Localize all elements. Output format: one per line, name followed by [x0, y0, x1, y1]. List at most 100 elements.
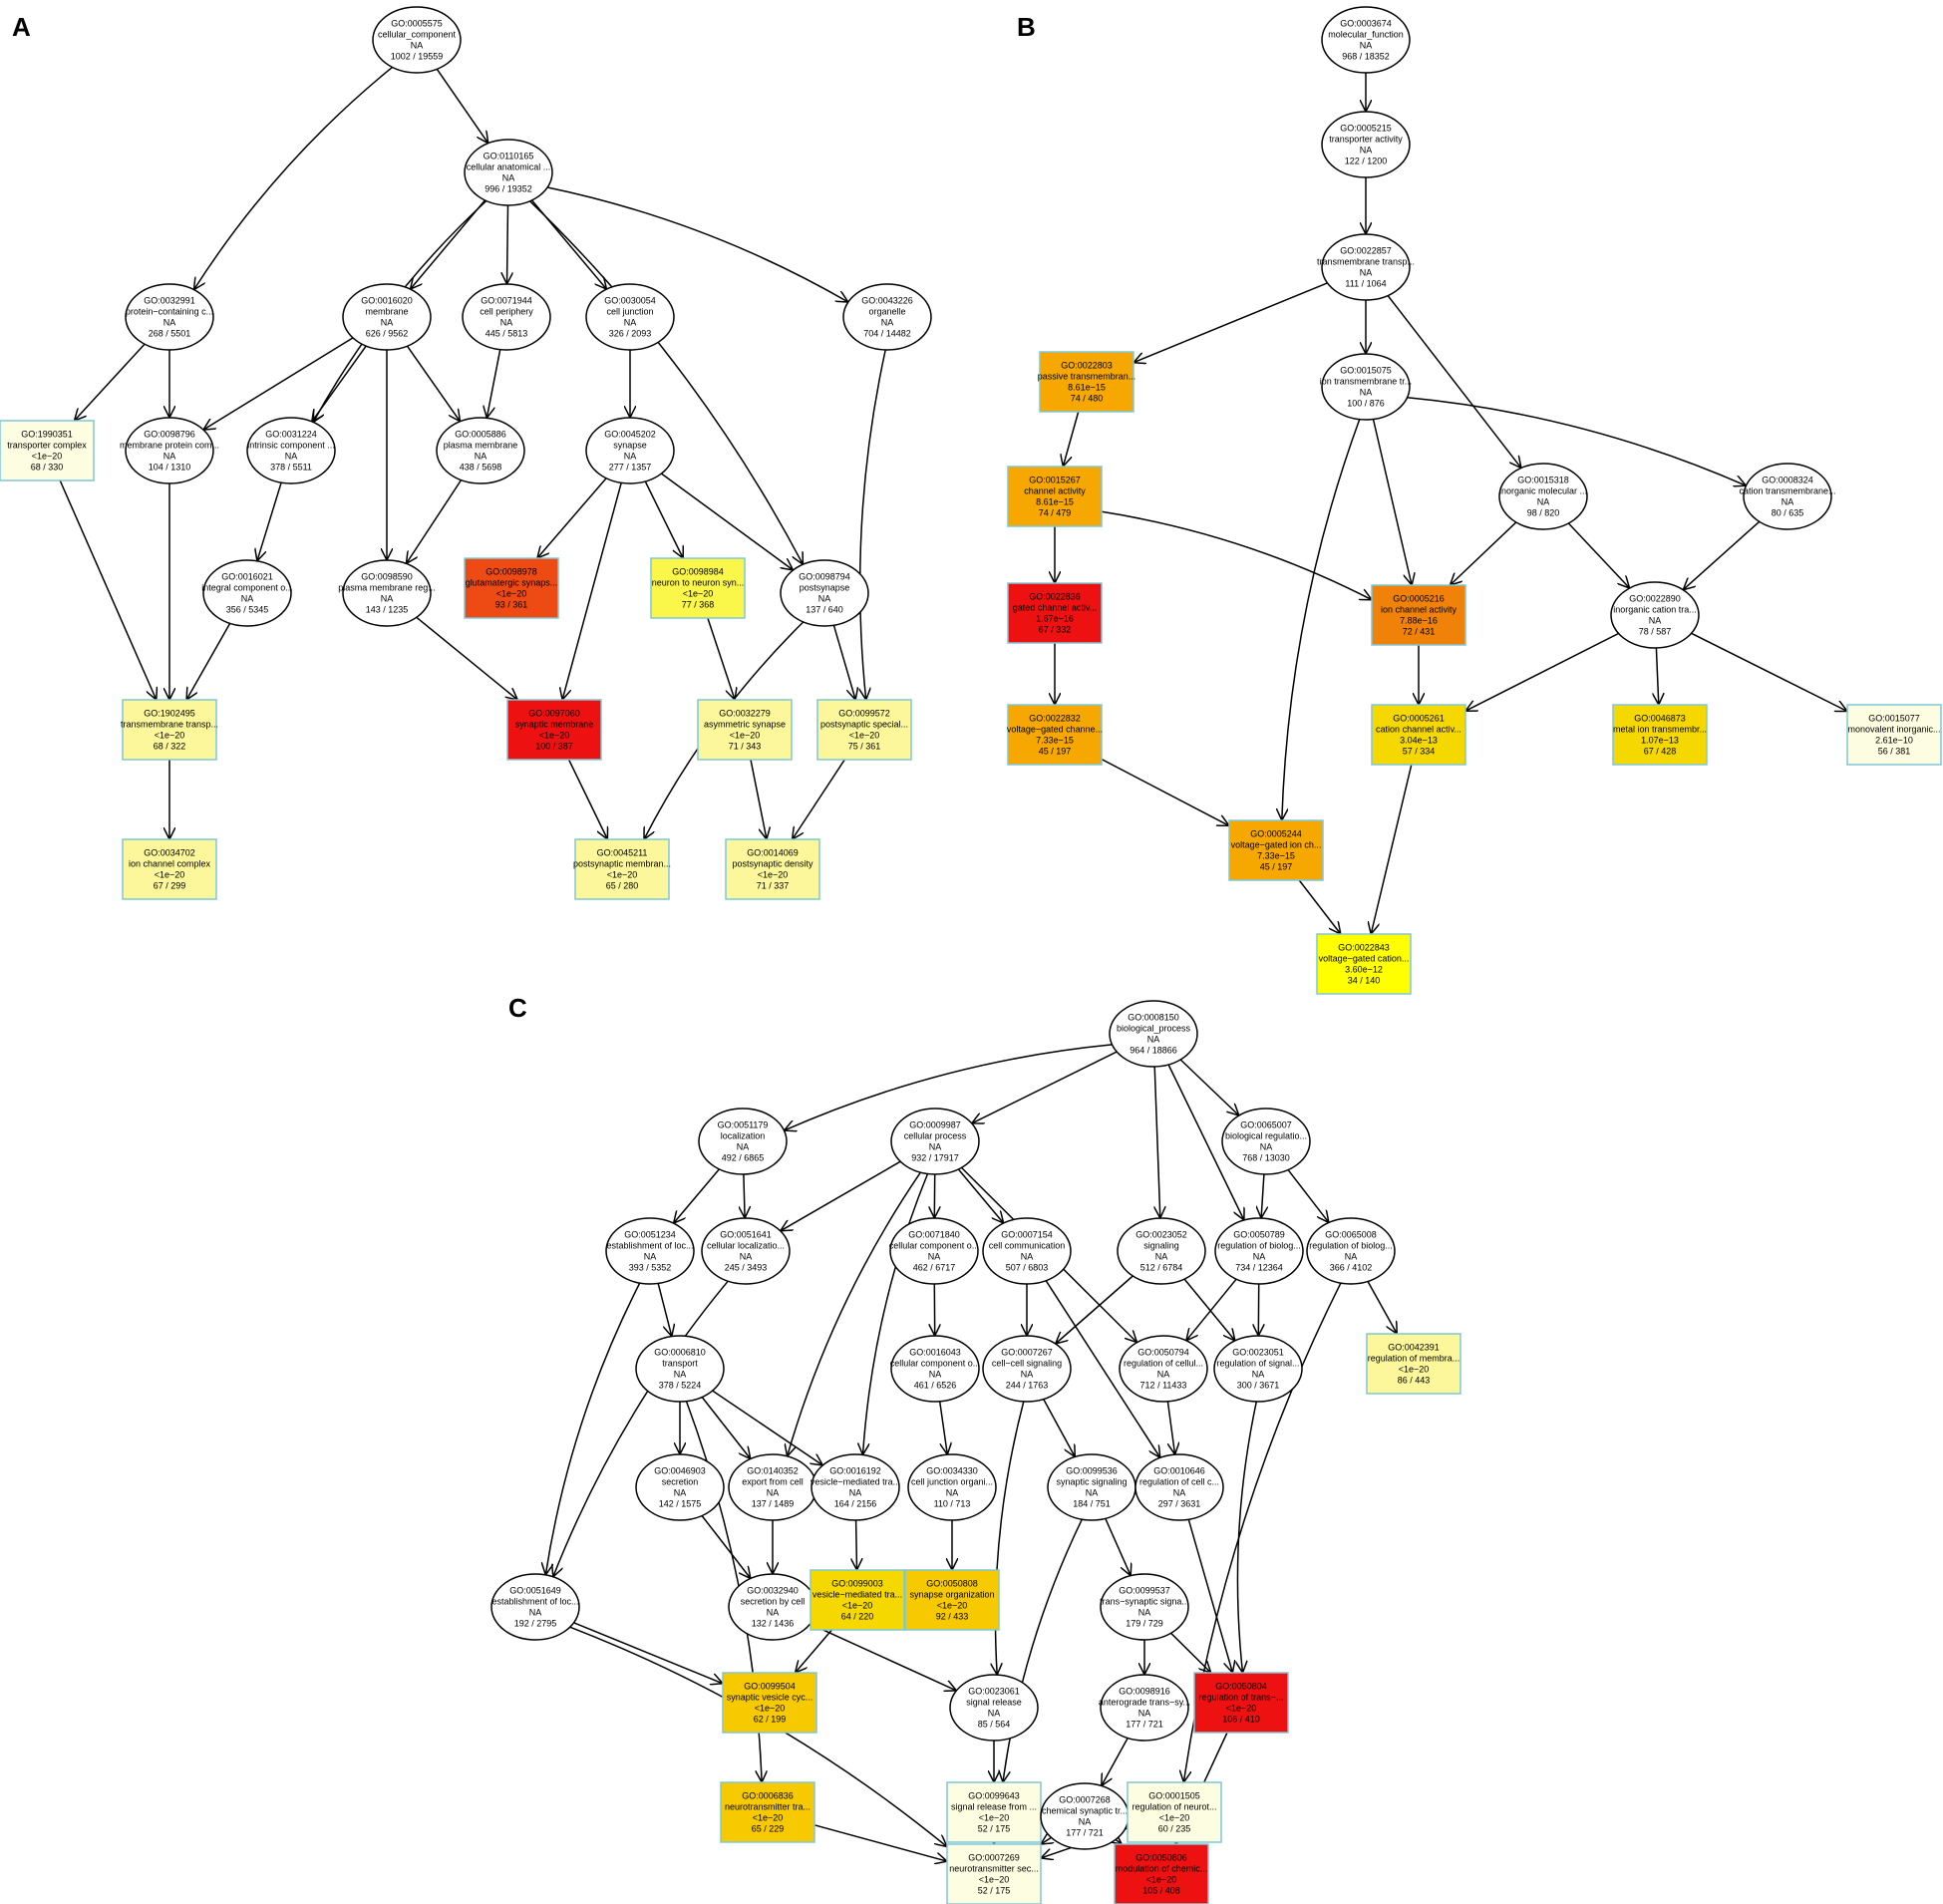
node-term-label: regulation of biolog...	[1309, 1241, 1393, 1251]
node-pvalue-label: <1e−20	[842, 1601, 873, 1611]
node-pvalue-label: NA	[881, 318, 894, 328]
node-term-label: ion transmembrane tr...	[1320, 377, 1413, 387]
node-id-label: GO:0023061	[968, 1687, 1020, 1697]
node-term-label: gated channel activ...	[1013, 603, 1097, 613]
edge-go-0050794-to-go-0010646	[1166, 1401, 1174, 1454]
node-count-label: 179 / 729	[1126, 1619, 1163, 1629]
edge-go-0045202-to-go-0098978	[537, 477, 607, 558]
node-pvalue-label: NA	[1649, 616, 1662, 626]
node-pvalue-label: NA	[740, 1252, 753, 1262]
edge-go-0008150-to-go-0050789	[1167, 1064, 1244, 1220]
node-ellipse	[1321, 233, 1411, 301]
node-count-label: 244 / 1763	[1006, 1381, 1049, 1391]
node-term-label: cellular process	[904, 1131, 967, 1141]
node-pvalue-label: NA	[928, 1252, 941, 1262]
node-id-label: GO:0046903	[654, 1466, 706, 1476]
node-box	[464, 557, 559, 619]
node-term-label: cell−cell signaling	[992, 1359, 1062, 1369]
node-box	[1127, 1781, 1222, 1843]
edge-go-0099536-to-go-0099643	[1003, 1518, 1083, 1782]
node-term-label: molecular_function	[1328, 30, 1404, 40]
node-count-label: 177 / 721	[1126, 1720, 1163, 1730]
edge-go-0022890-to-go-0046873	[1656, 647, 1658, 705]
node-count-label: 326 / 2093	[609, 329, 652, 339]
node-term-label: regulation of signal...	[1216, 1359, 1299, 1369]
node-pvalue-label: NA	[624, 318, 637, 328]
node-id-label: GO:0045211	[597, 848, 648, 858]
node-term-label: cellular localizatio...	[707, 1241, 785, 1251]
node-ellipse	[372, 6, 462, 74]
node-pvalue-label: NA	[500, 318, 513, 328]
node-box	[1228, 819, 1324, 881]
edge-go-0032991-to-go-1990351	[75, 343, 146, 421]
node-pvalue-label: <1e−20	[539, 731, 570, 741]
node-term-label: regulation of cell c...	[1139, 1477, 1219, 1487]
node-pvalue-label: NA	[502, 173, 515, 183]
edge-go-0023052-to-go-0007267	[1056, 1275, 1133, 1344]
edge-go-0015075-to-go-0008324	[1407, 397, 1747, 485]
node-term-label: secretion by cell	[741, 1597, 806, 1607]
node-pvalue-label: <1e−20	[155, 731, 185, 741]
node-ellipse	[698, 1108, 788, 1175]
edge-go-0065007-to-go-0065008	[1287, 1169, 1329, 1223]
node-id-label: GO:0043226	[861, 296, 913, 306]
node-id-label: GO:0099003	[831, 1579, 883, 1589]
node-count-label: 378 / 5511	[270, 463, 312, 473]
node-pvalue-label: NA	[1021, 1370, 1034, 1380]
node-pvalue-label: NA	[163, 452, 176, 462]
node-term-label: signaling	[1143, 1241, 1179, 1251]
edge-go-0098794-to-go-0099572	[832, 624, 855, 700]
node-term-label: establishment of loc...	[491, 1597, 578, 1607]
node-ellipse	[1306, 1217, 1396, 1285]
node-pvalue-label: <1e−20	[755, 1704, 786, 1714]
node-pvalue-label: NA	[644, 1252, 657, 1262]
node-ellipse	[1109, 1000, 1198, 1068]
node-ellipse	[1743, 463, 1832, 530]
node-id-label: GO:0050804	[1215, 1682, 1267, 1692]
node-term-label: cellular component o...	[890, 1359, 981, 1369]
node-count-label: 75 / 361	[848, 742, 881, 752]
edge-go-0098916-to-go-0007268	[1102, 1738, 1129, 1786]
node-box	[904, 1569, 1000, 1631]
node-count-label: 60 / 235	[1158, 1824, 1191, 1834]
edge-go-0016020-to-go-0031224	[312, 345, 367, 422]
node-pvalue-label: NA	[285, 452, 298, 462]
edge-go-0032279-to-go-0014069	[750, 759, 767, 839]
edge-go-0043226-to-go-0099572	[860, 349, 886, 700]
node-pvalue-label: NA	[1138, 1608, 1151, 1618]
node-count-label: 104 / 1310	[149, 463, 191, 473]
node-count-label: 77 / 368	[682, 600, 715, 610]
node-ellipse	[462, 283, 551, 351]
node-pvalue-label: <1e−20	[496, 589, 527, 599]
node-pvalue-label: NA	[1079, 1817, 1092, 1827]
node-count-label: 438 / 5698	[460, 463, 502, 473]
node-ellipse	[1119, 1335, 1208, 1403]
node-count-label: 93 / 361	[495, 600, 528, 610]
node-count-label: 462 / 6717	[913, 1263, 956, 1273]
node-term-label: cell junction organi...	[911, 1477, 993, 1487]
edge-go-0005261-to-go-0022843	[1371, 764, 1413, 934]
node-id-label: GO:0015075	[1340, 366, 1392, 376]
node-pvalue-label: NA	[818, 594, 831, 604]
node-ellipse	[842, 283, 932, 351]
node-id-label: GO:0098916	[1119, 1687, 1170, 1697]
node-pvalue-label: <1e−20	[1226, 1704, 1257, 1714]
edge-go-0022890-to-go-0005261	[1465, 632, 1619, 712]
edge-go-0015318-to-go-0022890	[1567, 522, 1629, 588]
node-id-label: GO:0050794	[1137, 1348, 1189, 1358]
node-count-label: 122 / 1200	[1345, 157, 1388, 166]
node-pvalue-label: NA	[1360, 388, 1373, 398]
node-ellipse	[1100, 1573, 1189, 1641]
